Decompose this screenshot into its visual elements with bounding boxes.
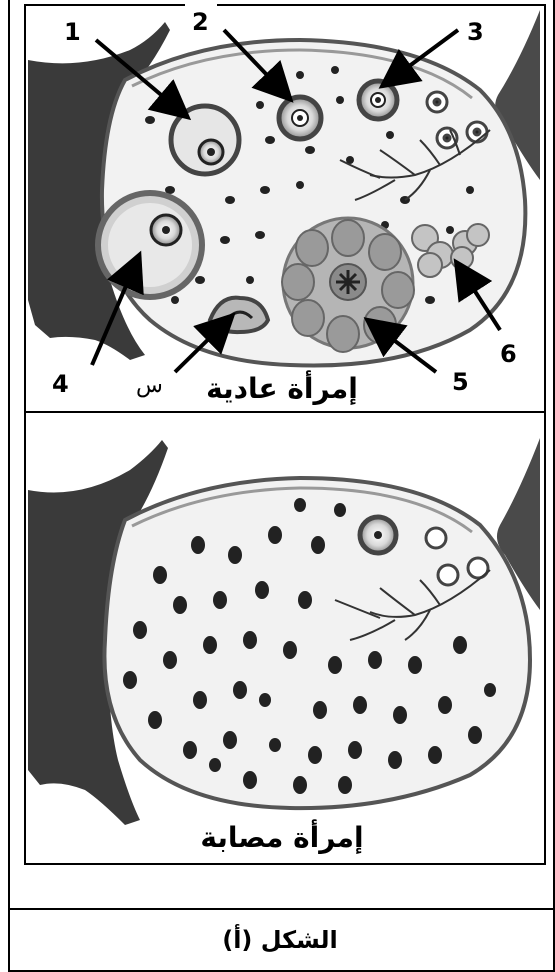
- follicle-4: [98, 193, 202, 297]
- label-4: 4: [52, 370, 69, 398]
- title-affected-woman: إمرأة مصابة: [200, 819, 363, 855]
- label-2: 2: [192, 8, 209, 36]
- follicle-3: [359, 81, 397, 119]
- corpus-luteum-5: [282, 218, 414, 352]
- label-3: 3: [467, 18, 484, 46]
- label-5: 5: [452, 368, 469, 396]
- normal-ovary-group: 1 2 3 4 5 6 س إمرأة عادية: [28, 4, 540, 406]
- title-normal-woman: إمرأة عادية: [206, 370, 358, 406]
- label-6: 6: [500, 340, 517, 368]
- label-1: 1: [64, 18, 81, 46]
- follicle-1: [171, 106, 239, 174]
- figure-caption: الشكل (أ): [222, 924, 338, 954]
- label-s: س: [136, 373, 163, 398]
- affected-ovary-group: إمرأة مصابة: [28, 438, 540, 855]
- follicle-2: [279, 97, 321, 139]
